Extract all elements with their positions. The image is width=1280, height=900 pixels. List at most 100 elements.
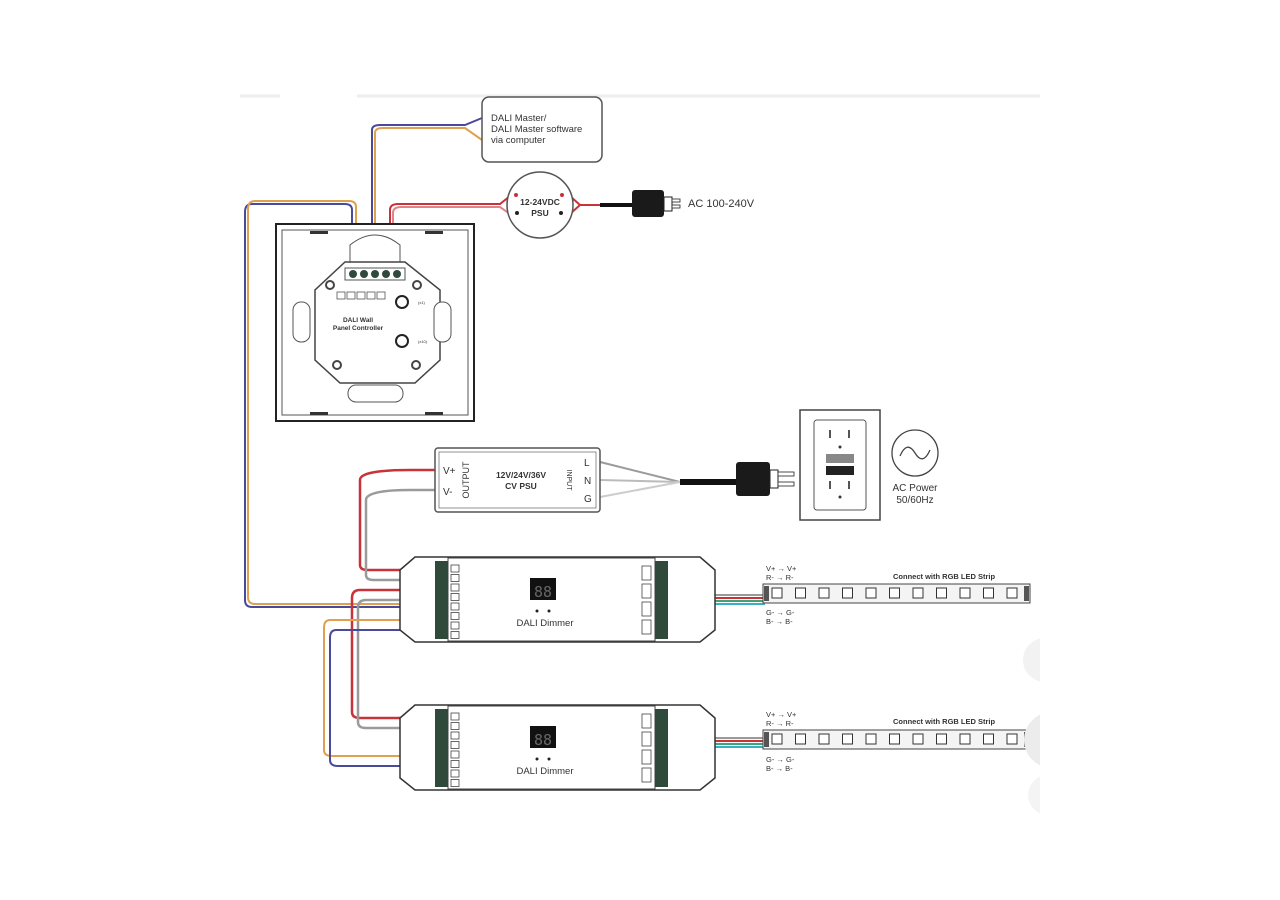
psu-label: 12-24VDC [520,197,560,207]
led-chip [1006,587,1018,599]
pin-label: V+ [443,466,456,477]
button-dot [547,757,551,761]
dial-label: (x10) [418,339,428,344]
dimmer-display: 88 [534,731,552,749]
terminal-slot [450,593,460,601]
dali-dimmer-2 [399,704,716,791]
ac-power-icon [891,429,939,477]
terminal-slot [450,574,460,582]
terminal-slot [450,760,460,768]
output-terminal-block [655,561,668,639]
led-chip [842,733,853,745]
pin-label: N [584,476,591,487]
seven-segment-display [530,578,556,600]
led-chip [936,733,947,745]
led-chip [959,587,971,599]
dali-master-box: DALI Master/ DALI Master software via co… [481,96,603,163]
strip-pad [764,586,769,601]
terminal-slot [450,779,460,787]
strip-pad [1024,586,1029,601]
dial-label: (x1) [418,300,426,305]
terminal-slot [450,564,460,573]
led-chip [889,733,900,745]
led-chip [912,733,924,745]
address-dial-x10 [395,334,409,348]
output-slot [641,619,652,635]
ac-input-label: AC 100-240V [688,198,755,210]
terminal-slot [450,712,460,721]
output-slot [641,767,652,783]
terminal-slot [450,583,460,592]
ac-power-label: AC Power [892,483,938,494]
strip-pad [764,732,769,747]
wall-panel-label: Panel Controller [333,325,384,332]
rgb-led-strip-2 [762,729,1031,750]
led-chip [795,733,806,745]
output-slot [641,601,652,617]
pin-label: V- [443,487,452,498]
terminal-slot [450,731,460,740]
input-terminal-block [435,561,448,639]
terminal-slot [450,769,460,778]
strip-title: Connect with RGB LED Strip [893,572,996,581]
led-chip [818,587,830,599]
button-dot [547,609,551,613]
dimmer-label: DALI Dimmer [516,618,573,629]
button-dot [535,757,539,761]
strip-map: G- → G- [766,755,795,764]
led-chip [889,587,900,599]
led-chip [865,587,877,599]
output-slot [641,749,652,765]
strip-map: V+ → V+ [766,710,797,719]
led-chip [959,733,971,745]
output-slot [641,731,652,747]
dali-dimmer-1 [399,556,716,643]
wall-panel-label: DALI Wall [343,317,373,324]
input-terminal-block [435,709,448,787]
led-chip [771,587,783,599]
led-chip [936,587,947,599]
strip-map: B- → B- [766,617,793,626]
ac-power-label: 50/60Hz [896,495,933,506]
led-chip [842,587,853,599]
terminal-slot [450,741,460,749]
output-terminal-block [655,709,668,787]
strip-map: G- → G- [766,608,795,617]
led-chip [983,733,994,745]
led-chip [771,733,783,745]
strip-title: Connect with RGB LED Strip [893,717,996,726]
led-chip [818,733,830,745]
terminal-slot [450,750,460,759]
terminal-slot [450,621,460,630]
strip-map: R- → R- [766,719,794,728]
led-chip [795,587,806,599]
output-slot [641,713,652,729]
address-dial-x1 [395,295,409,309]
led-chip [865,733,877,745]
led-chip [1006,733,1018,745]
dimmer-label: DALI Dimmer [516,766,573,777]
led-chip [983,587,994,599]
plug-icon [600,190,681,217]
plug-icon [736,462,795,496]
cv-psu-title: CV PSU [505,481,537,491]
terminal-slot [450,602,460,611]
pin-label: G [584,494,592,505]
psu-12-24vdc: 12-24VDC PSU [506,171,574,239]
wires [244,117,765,767]
wall-outlet-icon [799,409,881,521]
psu-label: PSU [531,208,548,218]
button-dot [535,609,539,613]
dali-master-label: DALI Master software [491,124,582,135]
dali-master-label: via computer [491,135,545,146]
strip-map: V+ → V+ [766,564,797,573]
led-chip [912,587,924,599]
output-slot [641,583,652,599]
terminal-slot [450,722,460,730]
dali-wall-panel: (x1) (x10) DALI Wall Panel Controller [275,223,475,422]
cv-psu: V+ V- OUTPUT 12V/24V/36V CV PSU INPUT L … [434,447,601,513]
terminal-slot [450,612,460,620]
strip-map: B- → B- [766,764,793,773]
input-label: INPUT [565,470,572,492]
